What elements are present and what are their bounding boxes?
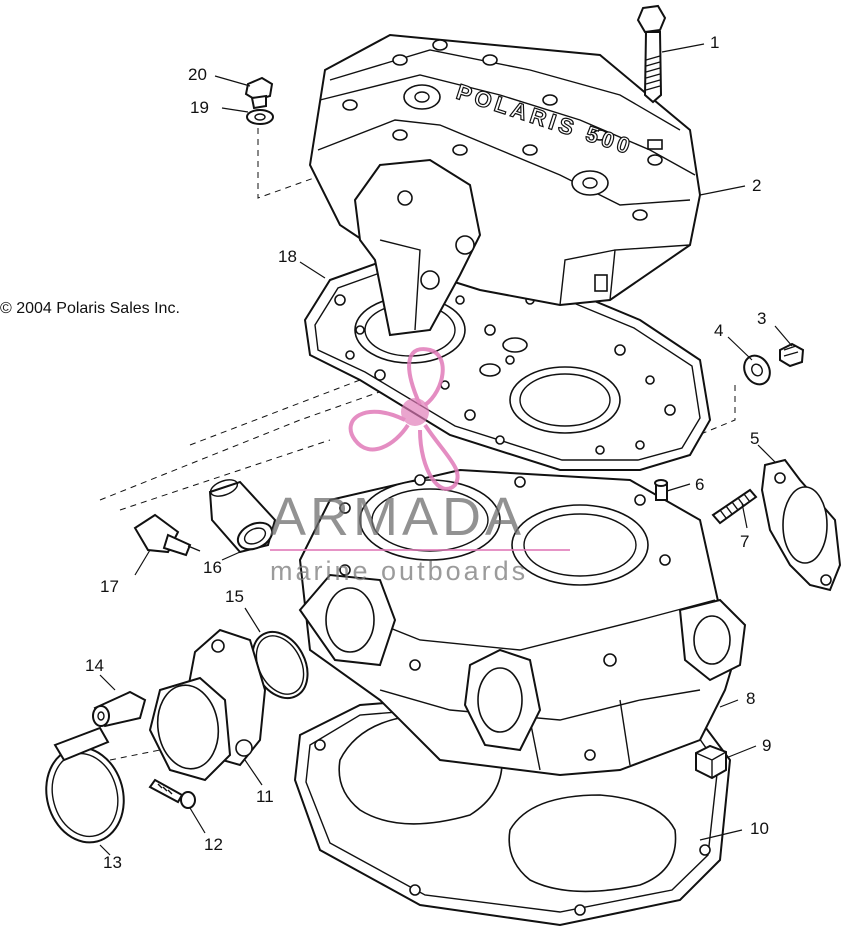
temperature-sensor bbox=[133, 513, 201, 557]
callout-13: 13 bbox=[103, 853, 122, 872]
callout-18: 18 bbox=[278, 247, 297, 266]
cylinder-head-cover: POLARIS 500 bbox=[308, 33, 702, 307]
stud bbox=[711, 488, 758, 525]
hose-clamp bbox=[45, 726, 125, 844]
water-outlet-housing bbox=[353, 158, 482, 337]
callout-11: 11 bbox=[256, 787, 274, 806]
propeller-logo-icon bbox=[348, 347, 460, 491]
bolt bbox=[636, 4, 667, 104]
dowel-pin bbox=[654, 479, 668, 501]
bushing bbox=[92, 690, 147, 728]
adaptor-screw bbox=[148, 778, 196, 809]
watermark-tagline: marine outboards bbox=[270, 556, 528, 586]
exhaust-gasket bbox=[760, 458, 841, 592]
cylinder-block bbox=[298, 468, 747, 777]
callout-5: 5 bbox=[750, 429, 759, 448]
callout-6: 6 bbox=[695, 475, 704, 494]
callout-3: 3 bbox=[757, 309, 766, 328]
leader-lines bbox=[99, 43, 793, 856]
drain-plug bbox=[779, 342, 805, 368]
callout-1: 1 bbox=[710, 33, 719, 52]
copyright-text: © 2004 Polaris Sales Inc. bbox=[0, 300, 180, 317]
callout-8: 8 bbox=[746, 689, 755, 708]
callout-14: 14 bbox=[85, 656, 104, 675]
callout-17: 17 bbox=[100, 577, 119, 596]
plug-washer bbox=[743, 354, 771, 386]
nut bbox=[695, 744, 727, 780]
callout-2: 2 bbox=[752, 176, 761, 195]
callout-7: 7 bbox=[740, 532, 749, 551]
callout-labels: 1 2 3 4 5 6 7 8 9 10 11 12 13 14 15 16 1… bbox=[85, 33, 771, 872]
callout-16: 16 bbox=[203, 558, 222, 577]
callout-4: 4 bbox=[714, 321, 723, 340]
callout-10: 10 bbox=[750, 819, 769, 838]
watermark-brand: ARMADA bbox=[270, 487, 525, 547]
callout-9: 9 bbox=[762, 736, 771, 755]
intake-adaptor bbox=[148, 628, 267, 782]
thermostat-fitting bbox=[208, 479, 277, 554]
callout-19: 19 bbox=[190, 98, 209, 117]
callout-20: 20 bbox=[188, 65, 207, 84]
callout-12: 12 bbox=[204, 835, 223, 854]
screw bbox=[244, 76, 274, 110]
washer bbox=[246, 109, 274, 125]
watermark: ARMADA marine outboards bbox=[270, 347, 570, 586]
callout-15: 15 bbox=[225, 587, 244, 606]
